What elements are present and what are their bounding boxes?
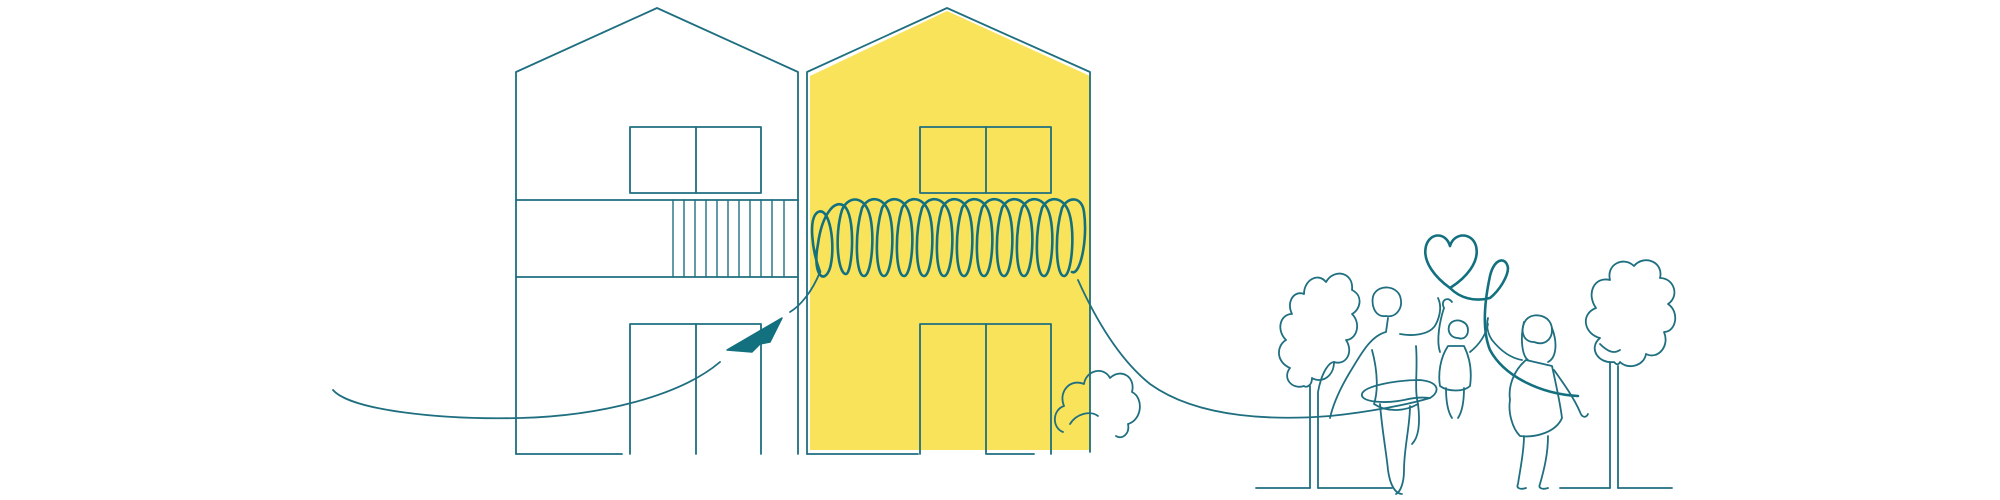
coil-spring xyxy=(810,197,1087,278)
bush xyxy=(1053,370,1141,439)
window-upper-left xyxy=(629,126,762,194)
thread-line-right xyxy=(1077,279,1431,419)
figure-child xyxy=(1437,298,1489,419)
house-outline xyxy=(515,7,799,455)
thread-line-left xyxy=(332,361,721,420)
house-yellow xyxy=(806,7,1091,455)
balcony-railing xyxy=(672,199,785,278)
tree-left xyxy=(1255,272,1393,489)
tree-right xyxy=(1559,259,1677,489)
heart-icon xyxy=(1424,234,1478,290)
thread-line-plane xyxy=(789,271,821,313)
family xyxy=(1329,286,1589,495)
figure-adult-right xyxy=(1486,314,1589,490)
heart-string xyxy=(1448,259,1580,398)
window-upper-right xyxy=(919,126,1052,194)
paper-plane-icon xyxy=(726,317,783,353)
figure-adult-left xyxy=(1329,286,1442,495)
door-yellow-house xyxy=(806,323,1052,455)
door-left-house xyxy=(515,323,762,455)
